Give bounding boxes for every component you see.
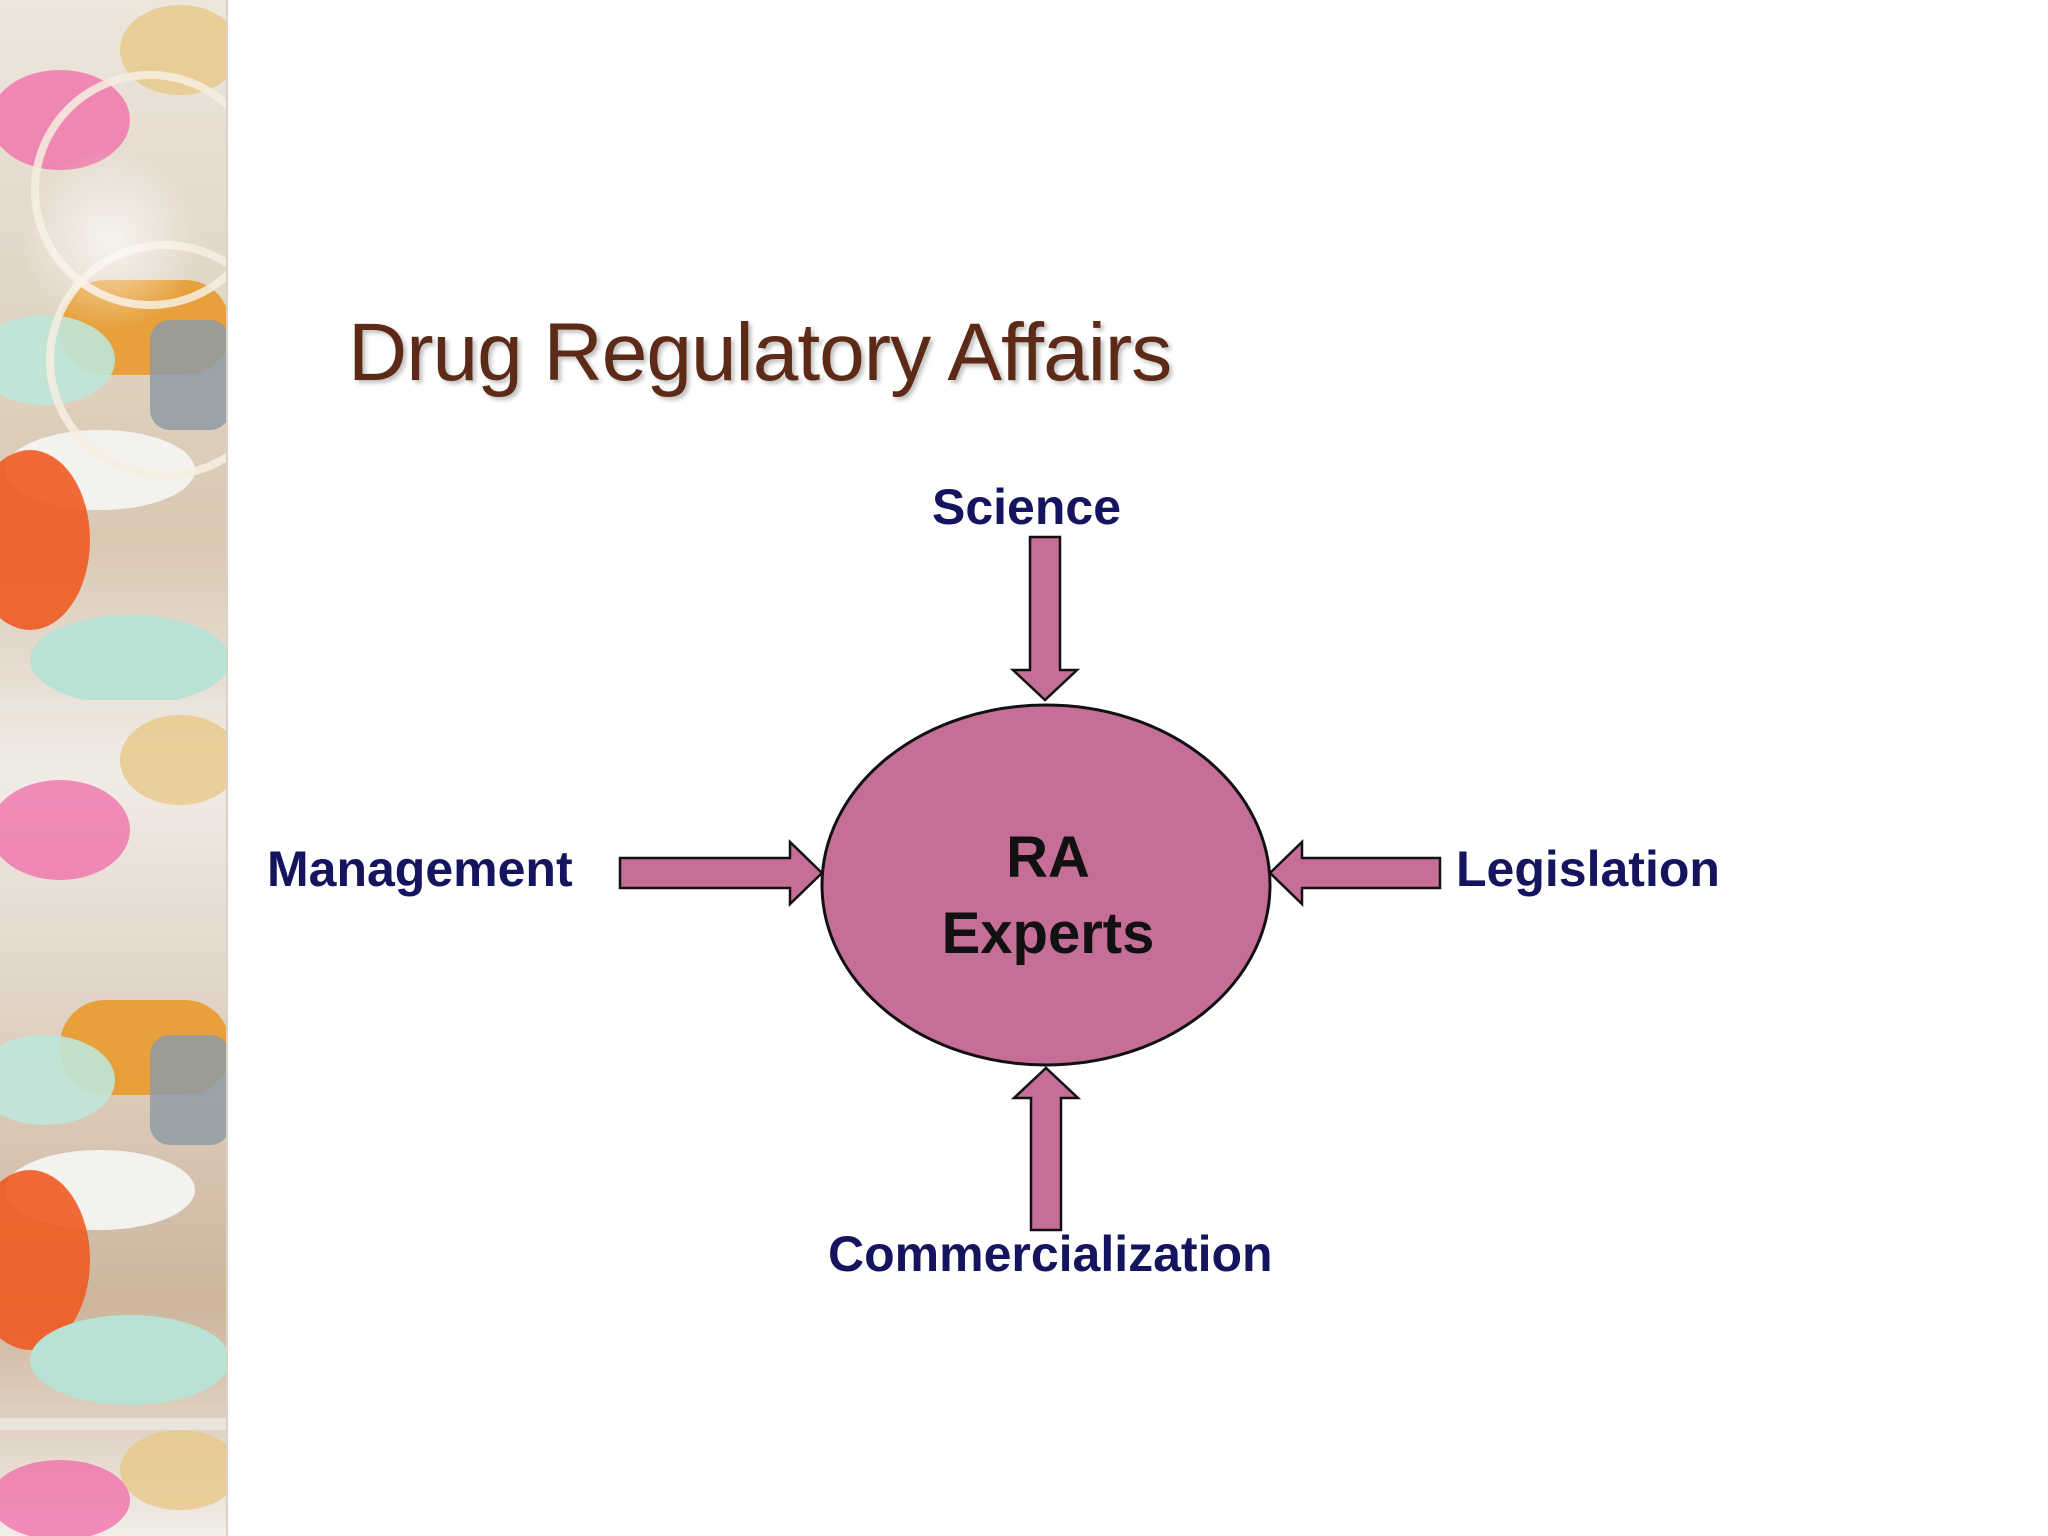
label-management: Management	[267, 841, 573, 897]
arrow-from-science	[1009, 535, 1081, 702]
arrow-from-management	[618, 839, 824, 907]
label-science: Science	[932, 479, 1122, 535]
arrow-from-commercialization	[1010, 1066, 1082, 1232]
arrow-from-legislation	[1268, 839, 1442, 907]
slide-title: Drug Regulatory Affairs	[348, 307, 1172, 398]
label-legislation: Legislation	[1456, 841, 1720, 897]
ra-experts-label: RA Experts	[848, 820, 1248, 972]
ra-experts-node	[820, 703, 1272, 1067]
label-commercialization: Commercialization	[828, 1226, 1273, 1282]
center-line-1: RA	[1006, 825, 1090, 890]
sidebar-divider	[226, 0, 228, 1536]
center-line-2: Experts	[941, 901, 1155, 966]
pills-photo-sidebar	[0, 0, 226, 1536]
